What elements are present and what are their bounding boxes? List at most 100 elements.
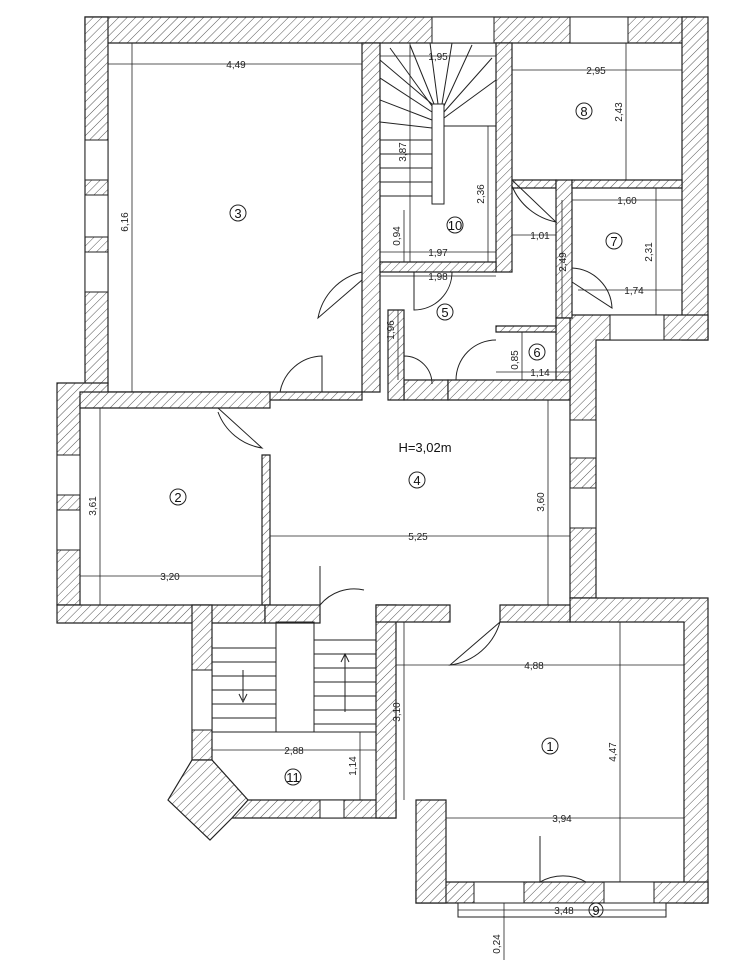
wall-bottom-r2 <box>56 604 266 624</box>
dimension-lines <box>80 43 684 960</box>
dim-r1-bottom: 3,94 <box>552 814 572 825</box>
wall-r4-top-mid <box>403 379 449 401</box>
wall-r7-top <box>571 179 683 189</box>
door-r8 <box>511 179 558 223</box>
window-r4b <box>569 487 597 529</box>
door-r3 <box>279 355 323 393</box>
dim-r2-height: 3,61 <box>88 496 99 516</box>
window-r4a <box>569 419 597 459</box>
dim-r4-width: 5,25 <box>408 532 428 543</box>
dim-r8-width: 2,95 <box>586 66 606 77</box>
dim-r4-height: 3,60 <box>536 492 547 512</box>
stairs-top <box>379 42 497 205</box>
window-left-r3a <box>84 139 109 181</box>
wall-r3-right <box>361 42 381 393</box>
dim-r10-stair: 3,87 <box>398 142 409 162</box>
room-11-label: 11 <box>286 770 300 785</box>
wall-r4-bottom-right <box>499 604 571 623</box>
dim-r10-width: 1,97 <box>428 248 448 259</box>
window-r1-right <box>603 881 655 904</box>
dim-r1-width: 4,88 <box>524 661 544 672</box>
dim-r3-height: 6,16 <box>120 212 131 232</box>
window-top-stair <box>431 16 495 44</box>
room-8-label: 8 <box>580 104 587 119</box>
dim-r10-top: 1,95 <box>428 52 448 63</box>
window-r11 <box>319 799 345 819</box>
room-4-label: 4 <box>413 473 420 488</box>
wall-r5-right <box>387 309 405 401</box>
door-r7 <box>571 267 613 309</box>
ceiling-height: H=3,02m <box>398 440 451 455</box>
dim-r11-width: 2,88 <box>284 746 304 757</box>
wall-r2-right <box>261 454 271 606</box>
wall-r6-right <box>555 317 571 381</box>
dim-r1-height: 4,47 <box>608 742 619 762</box>
room-5-label: 5 <box>441 305 448 320</box>
room-3-label: 3 <box>234 206 241 221</box>
dim-r11-height: 1,14 <box>348 756 359 776</box>
wall-bottom-r1 <box>415 881 709 904</box>
dim-r8-height: 2,43 <box>614 102 625 122</box>
dim-r7-width: 1,60 <box>617 196 637 207</box>
window-left-r3c <box>84 251 109 293</box>
stair-core-top <box>431 103 445 205</box>
door-balcony <box>539 836 587 883</box>
dim-r9-width: 3,48 <box>554 906 574 917</box>
wall-stair-bottom <box>231 799 397 819</box>
dim-r6-side: 2,49 <box>558 252 569 272</box>
door-r5-left <box>317 271 363 320</box>
wall-r10-right <box>495 42 513 273</box>
wall-r7-left <box>555 179 573 319</box>
room-6-label: 6 <box>533 345 540 360</box>
wall-left-r1 <box>415 799 447 904</box>
dim-r1-side: 3,10 <box>392 702 403 722</box>
room-9-label: 9 <box>592 903 599 918</box>
window-left-r2a <box>56 454 81 496</box>
dim-door-1-01: 1,01 <box>530 231 550 242</box>
wall-r10-bottom <box>379 261 497 273</box>
dim-r9-depth: 0,24 <box>492 934 503 954</box>
door-r5-bottom <box>403 355 433 385</box>
dim-r2-width: 3,20 <box>160 572 180 583</box>
wall-right-lower <box>569 597 709 904</box>
wall-right-upper <box>681 16 709 341</box>
wall-bay-11 <box>167 759 249 841</box>
door-stair <box>319 566 365 607</box>
dim-r5-width: 1,98 <box>428 272 448 283</box>
door-r10 <box>413 271 453 311</box>
door-r2 <box>217 407 264 449</box>
window-left-r3b <box>84 194 109 238</box>
wall-r4-bottom-left <box>264 604 321 624</box>
wall-r6-top <box>495 325 557 333</box>
dim-r6-width: 1,14 <box>530 368 550 379</box>
window-r7 <box>609 314 665 341</box>
door-r6 <box>455 339 497 381</box>
dim-r7-height: 2,31 <box>644 242 655 262</box>
door-r1 <box>448 621 501 666</box>
window-r1-left <box>473 881 525 904</box>
room-10-label: 10 <box>448 218 462 233</box>
room-1-label: 1 <box>546 739 553 754</box>
stairs-lower <box>212 621 376 733</box>
doors <box>217 179 613 883</box>
wall-r1-top <box>375 604 451 623</box>
dim-r10-side: 2,36 <box>476 184 487 204</box>
dim-r6-height: 0,85 <box>510 350 521 370</box>
room-7-label: 7 <box>610 234 617 249</box>
wall-r2-top <box>79 391 271 409</box>
dim-r3-width: 4,49 <box>226 60 246 71</box>
dim-r10-low: 0,94 <box>392 226 403 246</box>
window-top-r8 <box>569 16 629 44</box>
room-labels: 3 10 8 7 5 6 H=3,02m 4 2 1 11 9 <box>169 102 623 918</box>
interior-walls <box>79 42 683 624</box>
window-left-r2b <box>56 509 81 551</box>
window-stair-left <box>191 669 213 731</box>
dim-r5-height: 1,96 <box>386 320 397 340</box>
stair-core-lower <box>275 621 315 733</box>
dimension-labels: 4,49 6,16 1,95 3,87 2,36 0,94 1,97 1,98 … <box>88 52 655 954</box>
dim-r7-bottom: 1,74 <box>624 286 644 297</box>
room-2-label: 2 <box>174 490 181 505</box>
outer-walls <box>56 16 709 904</box>
wall-r4-top-right <box>447 379 571 401</box>
